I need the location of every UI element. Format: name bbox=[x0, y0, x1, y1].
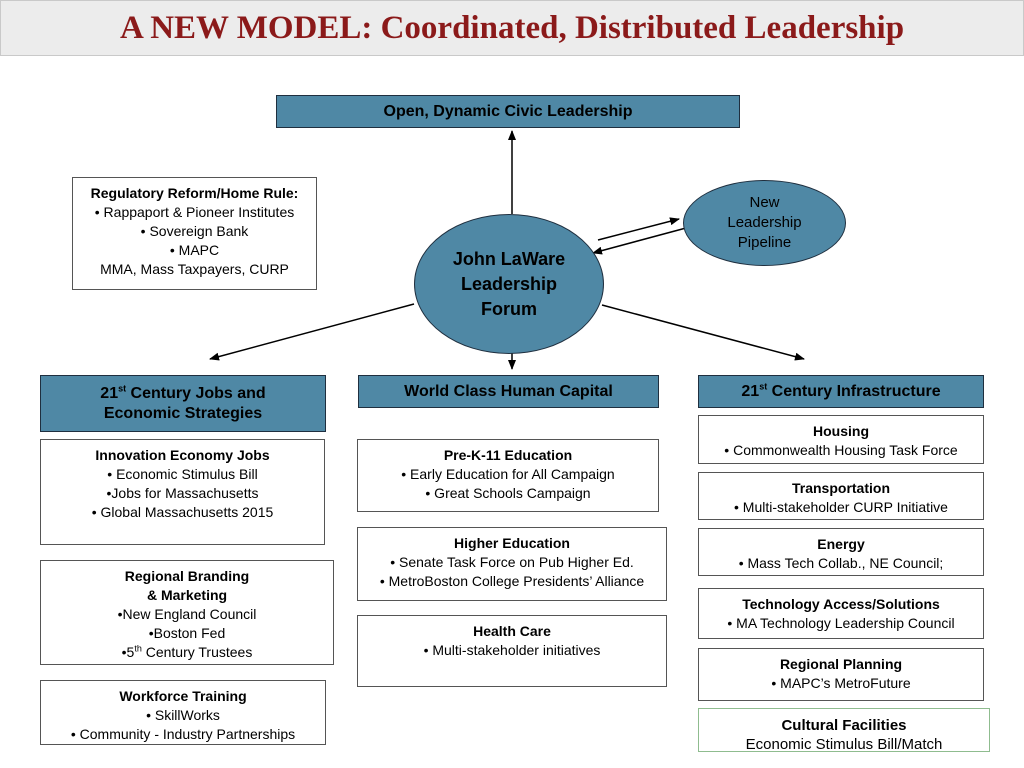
pipeline-line: Pipeline bbox=[737, 234, 792, 251]
cultural-facilities-box: Cultural Facilities Economic Stimulus Bi… bbox=[698, 708, 990, 753]
energy-line: • Mass Tech Collab., NE Council; bbox=[738, 555, 944, 571]
workforce-line: • SkillWorks bbox=[146, 707, 220, 723]
pipeline-line: New bbox=[749, 194, 780, 211]
infrastructure-ordinal: st bbox=[759, 381, 768, 392]
health-head: Health Care bbox=[473, 623, 551, 639]
health-care-box: Health Care • Multi-stakeholder initiati… bbox=[357, 615, 667, 687]
cultural-line: Economic Stimulus Bill/Match bbox=[745, 736, 943, 753]
human-capital-header: World Class Human Capital bbox=[358, 375, 659, 408]
branding-line: •Boston Fed bbox=[148, 625, 226, 641]
regulatory-line: • Sovereign Bank bbox=[140, 223, 249, 239]
prek-line: • Early Education for All Campaign bbox=[401, 466, 615, 482]
higher-head: Higher Education bbox=[454, 535, 570, 551]
workforce-training-box: Workforce Training • SkillWorks • Commun… bbox=[40, 680, 326, 745]
innovation-economy-box: Innovation Economy Jobs • Economic Stimu… bbox=[40, 439, 325, 545]
technology-head: Technology Access/Solutions bbox=[742, 596, 940, 612]
jobs-number: 21 bbox=[100, 384, 119, 402]
planning-line: • MAPC’s MetroFuture bbox=[771, 675, 911, 691]
innovation-line: • Global Massachusetts 2015 bbox=[91, 504, 274, 520]
higher-line: • Senate Task Force on Pub Higher Ed. bbox=[390, 554, 634, 570]
forum-line: Leadership bbox=[460, 273, 557, 294]
page-title: A NEW MODEL: Coordinated, Distributed Le… bbox=[119, 9, 905, 46]
arrow-to-right bbox=[601, 304, 805, 361]
workforce-head: Workforce Training bbox=[119, 688, 247, 704]
forum-line: John LaWare bbox=[452, 248, 566, 269]
innovation-line: • Economic Stimulus Bill bbox=[107, 466, 258, 482]
planning-head: Regional Planning bbox=[779, 656, 903, 672]
transportation-box: Transportation • Multi-stakeholder CURP … bbox=[698, 472, 984, 520]
transportation-head: Transportation bbox=[791, 480, 890, 496]
leadership-pipeline-ellipse: New Leadership Pipeline bbox=[683, 180, 846, 266]
branding-last-text: Century Trustees bbox=[141, 644, 253, 660]
open-civic-leadership-box: Open, Dynamic Civic Leadership bbox=[276, 95, 740, 128]
cultural-head: Cultural Facilities bbox=[781, 717, 907, 734]
higher-education-box: Higher Education • Senate Task Force on … bbox=[357, 527, 667, 601]
arrow-to-left bbox=[209, 303, 415, 361]
workforce-line: • Community - Industry Partnerships bbox=[70, 726, 296, 742]
regulatory-line: • MAPC bbox=[169, 242, 220, 258]
arrow-from-pipeline bbox=[592, 227, 687, 255]
regulatory-head: Regulatory Reform/Home Rule: bbox=[90, 185, 299, 201]
forum-line: Forum bbox=[480, 298, 537, 319]
regulatory-reform-box: Regulatory Reform/Home Rule: • Rappaport… bbox=[72, 177, 317, 290]
arrow-to-pipeline bbox=[597, 217, 680, 241]
transportation-line: • Multi-stakeholder CURP Initiative bbox=[734, 499, 948, 515]
prek-head: Pre-K-11 Education bbox=[443, 447, 573, 463]
title-bar: A NEW MODEL: Coordinated, Distributed Le… bbox=[0, 0, 1024, 56]
human-capital-label: World Class Human Capital bbox=[404, 382, 613, 400]
housing-box: Housing • Commonwealth Housing Task Forc… bbox=[698, 415, 984, 464]
branding-last-number: •5 bbox=[121, 644, 135, 660]
innovation-line: •Jobs for Massachusetts bbox=[106, 485, 259, 501]
branding-line: •New England Council bbox=[117, 606, 257, 622]
infrastructure-header: 21st Century Infrastructure bbox=[698, 375, 984, 408]
jobs-ordinal: st bbox=[118, 383, 127, 394]
jobs-strategies-header: 21st Century Jobs and Economic Strategie… bbox=[40, 375, 326, 432]
jobs-header-line: Economic Strategies bbox=[103, 404, 263, 422]
infrastructure-number: 21 bbox=[741, 382, 760, 400]
infrastructure-header-text: Century Infrastructure bbox=[767, 382, 941, 400]
jobs-header-line: Century Jobs and bbox=[126, 384, 266, 402]
regional-branding-box: Regional Branding & Marketing •New Engla… bbox=[40, 560, 334, 665]
branding-line: •5th Century Trustees bbox=[41, 643, 333, 662]
regulatory-line: • Rappaport & Pioneer Institutes bbox=[94, 204, 295, 220]
branding-head: Regional Branding bbox=[124, 568, 250, 584]
regulatory-line: MMA, Mass Taxpayers, CURP bbox=[100, 261, 289, 277]
housing-line: • Commonwealth Housing Task Force bbox=[724, 442, 958, 458]
innovation-head: Innovation Economy Jobs bbox=[95, 447, 270, 463]
prek-line: • Great Schools Campaign bbox=[425, 485, 591, 501]
energy-head: Energy bbox=[817, 536, 865, 552]
laware-forum-ellipse: John LaWare Leadership Forum bbox=[414, 214, 604, 354]
housing-head: Housing bbox=[813, 423, 869, 439]
technology-access-box: Technology Access/Solutions • MA Technol… bbox=[698, 588, 984, 639]
regional-planning-box: Regional Planning • MAPC’s MetroFuture bbox=[698, 648, 984, 701]
prek-education-box: Pre-K-11 Education • Early Education for… bbox=[357, 439, 659, 512]
technology-line: • MA Technology Leadership Council bbox=[727, 615, 955, 631]
pipeline-line: Leadership bbox=[727, 214, 802, 231]
branding-last-ordinal: th bbox=[134, 643, 142, 654]
branding-head: & Marketing bbox=[146, 587, 228, 603]
higher-line: • MetroBoston College Presidents’ Allian… bbox=[379, 573, 645, 589]
health-line: • Multi-stakeholder initiatives bbox=[423, 642, 601, 658]
open-civic-leadership-label: Open, Dynamic Civic Leadership bbox=[383, 102, 633, 120]
energy-box: Energy • Mass Tech Collab., NE Council; bbox=[698, 528, 984, 576]
